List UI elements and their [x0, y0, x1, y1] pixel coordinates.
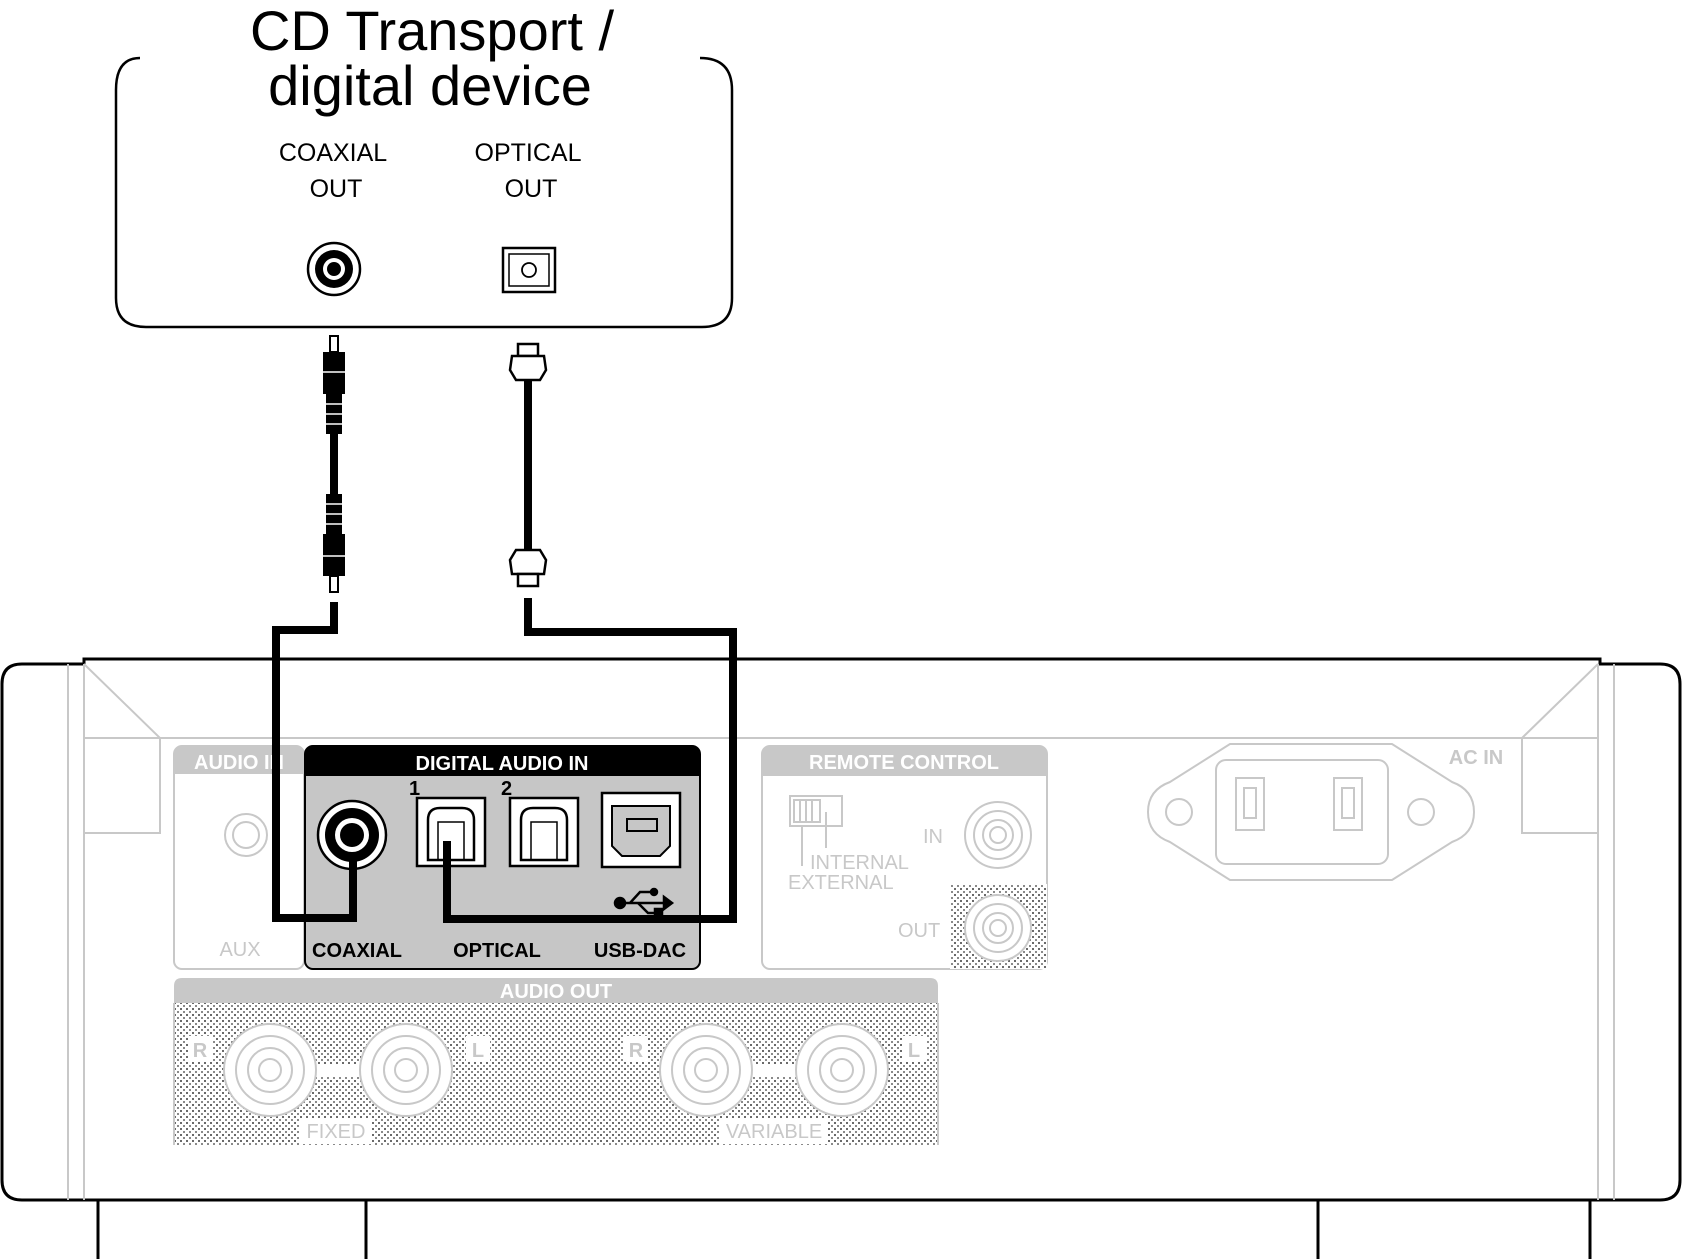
optical-out-jack — [501, 246, 557, 294]
usb-dac-label: USB-DAC — [594, 940, 686, 962]
audio-in-section: AUDIO IN AUX — [173, 745, 305, 970]
usb-icon — [613, 887, 675, 918]
digital-audio-in-header: DIGITAL AUDIO IN — [416, 753, 589, 775]
fixed-label: FIXED — [307, 1121, 366, 1143]
variable-l-label: L — [908, 1040, 920, 1062]
optical-route-overlay — [443, 659, 737, 923]
remote-control-header: REMOTE CONTROL — [809, 752, 999, 774]
optical-cable — [508, 342, 548, 588]
optical-out-label-line2: OUT — [505, 175, 558, 203]
coaxial-cable — [323, 335, 345, 593]
audio-out-fixed-r-jack — [223, 1023, 317, 1117]
remote-in-jack — [964, 801, 1032, 869]
device-title-line2: digital device — [268, 54, 592, 117]
coaxial-label: COAXIAL — [312, 940, 402, 962]
aux-label: AUX — [219, 939, 260, 961]
audio-out-variable-r-jack — [659, 1023, 753, 1117]
variable-label: VARIABLE — [726, 1121, 822, 1143]
remote-in-label: IN — [923, 826, 943, 848]
foot-left — [96, 1200, 368, 1259]
ac-in-socket — [1146, 743, 1476, 881]
coaxial-out-label-line2: OUT — [310, 175, 363, 203]
internal-label: INTERNAL — [810, 852, 909, 874]
digital-audio-in-section: DIGITAL AUDIO IN 1 2 — [304, 745, 701, 970]
ac-in-label: AC IN — [1449, 747, 1503, 769]
coaxial-route-overlay — [272, 659, 357, 922]
optical-label: OPTICAL — [453, 940, 541, 962]
device-title-line1: CD Transport / — [250, 0, 615, 62]
variable-r-label: R — [629, 1040, 644, 1062]
rear-optical-2-jack — [508, 796, 580, 868]
remote-out-label: OUT — [898, 920, 940, 942]
inner-frame — [67, 663, 1615, 1200]
optical-1-number: 1 — [409, 778, 420, 800]
fixed-r-label: R — [193, 1040, 208, 1062]
coaxial-out-label-line1: COAXIAL — [279, 139, 387, 167]
aux-jack — [224, 813, 268, 857]
audio-out-fixed-l-jack — [359, 1023, 453, 1117]
foot-right — [1316, 1200, 1592, 1259]
optical-out-label-line1: OPTICAL — [475, 139, 582, 167]
audio-out-variable-l-jack — [795, 1023, 889, 1117]
rear-coaxial-jack — [316, 799, 388, 871]
remote-control-section: REMOTE CONTROL INTERNAL EXTERNAL IN OUT — [761, 745, 1048, 970]
rear-usb-dac-jack — [600, 791, 682, 869]
external-label: EXTERNAL — [788, 872, 894, 894]
source-device: CD Transport / digital device COAXIAL OU… — [114, 0, 734, 329]
audio-in-header: AUDIO IN — [194, 752, 284, 774]
optical-2-number: 2 — [501, 778, 512, 800]
remote-out-jack — [964, 894, 1032, 962]
fixed-l-label: L — [472, 1040, 484, 1062]
coaxial-out-jack — [306, 241, 362, 297]
audio-out-header: AUDIO OUT — [500, 981, 612, 1003]
source-device-outline — [114, 56, 734, 329]
rear-panel: AUDIO IN AUX DIGITAL AUDIO IN 1 2 — [0, 657, 1682, 1259]
audio-out-section: AUDIO OUT — [173, 978, 939, 1145]
internal-external-switch — [789, 795, 843, 866]
